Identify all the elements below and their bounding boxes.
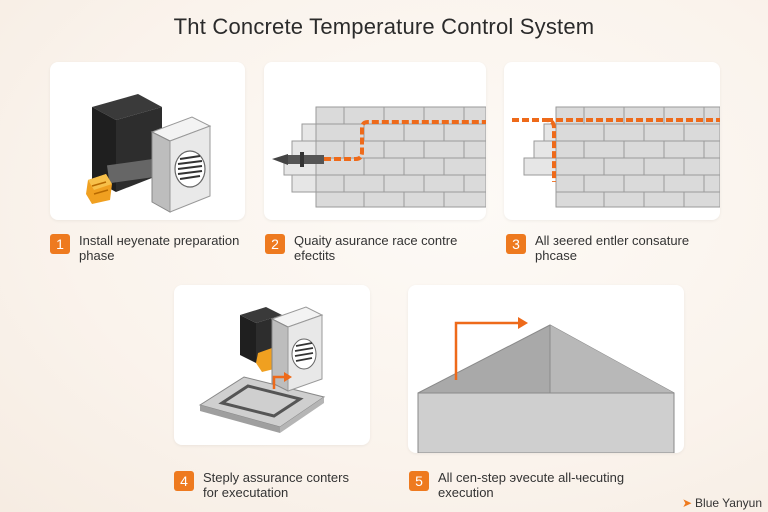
step-number-badge: 4 xyxy=(174,471,194,491)
step-number-badge: 2 xyxy=(265,234,285,254)
step-5: 5 All cen-step эvecute all-чecuting exec… xyxy=(409,470,624,500)
bird-icon: ➤ xyxy=(681,496,693,510)
step-3: 3 All зeered entler consature phcase xyxy=(506,233,689,263)
panel-wall-pipe xyxy=(264,62,486,220)
brand-watermark: ➤ Blue Yanyun xyxy=(682,496,762,510)
step-4: 4 Steply assurance conters for executati… xyxy=(174,470,349,500)
step-description: Steply assurance conters for executation xyxy=(203,470,349,500)
step-number-badge: 5 xyxy=(409,471,429,491)
panel-wall-top-pipe xyxy=(504,62,720,220)
step-1: 1 Install нeyenate preparation phase xyxy=(50,233,239,263)
brick-wall-icon xyxy=(272,106,486,208)
pipe-icon xyxy=(272,152,324,167)
step-description: All cen-step эvecute all-чecuting execut… xyxy=(438,470,625,500)
step-number-badge: 1 xyxy=(50,234,70,254)
panel-heater-unit xyxy=(50,62,245,220)
step-2: 2 Quaity asurance race contre efectits xyxy=(265,233,457,263)
panel-roof-slab xyxy=(408,285,684,453)
roof-slab-icon xyxy=(417,317,675,453)
heater-unit-icon xyxy=(86,94,212,213)
insulated-slab-icon xyxy=(198,306,326,433)
step-description: Quaity asurance race contre efectits xyxy=(294,233,458,263)
brand-name: Blue Yanyun xyxy=(695,496,762,510)
step-number-badge: 3 xyxy=(506,234,526,254)
step-description: All зeered entler consature phcase xyxy=(535,233,690,263)
step-description: Install нeyenate preparation phase xyxy=(79,233,240,263)
page-title: Tht Concrete Temperature Control System xyxy=(173,14,595,39)
panel-slab-heater xyxy=(174,285,370,445)
